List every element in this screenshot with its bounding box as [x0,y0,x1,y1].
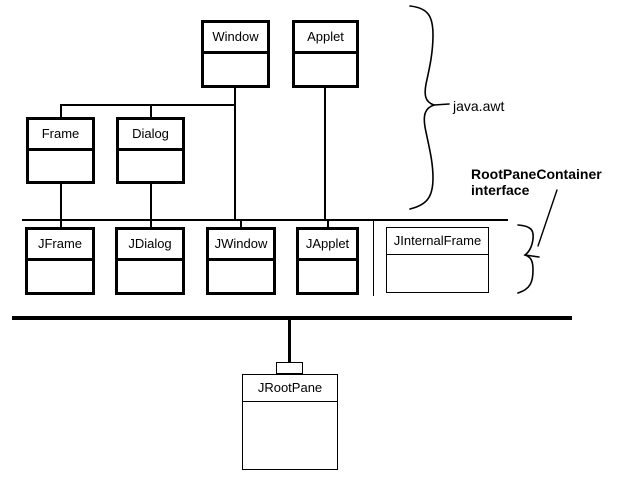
class-box-jdialog: JDialog [115,227,185,295]
class-name-applet: Applet [295,23,356,54]
connector-rail-to-jframe [60,219,62,228]
connector-window-branch-bar [60,104,236,106]
connector-branch-to-dialog [150,104,152,117]
connector-rail-to-jwindow [240,219,242,228]
internalframe-separator [373,219,374,296]
connector-frame-to-rail [60,184,62,220]
class-box-jwindow: JWindow [206,227,276,295]
connector-rule-to-jrootpane [288,320,291,363]
class-box-dialog: Dialog [116,117,185,184]
class-name-frame: Frame [29,120,92,151]
class-name-jframe: JFrame [28,230,92,261]
class-name-jinternalframe: JInternalFrame [387,228,488,255]
rootpanecontainer-brace [517,224,540,294]
class-name-jrootpane: JRootPane [243,375,337,402]
rootpanecontainer-rail [22,219,508,221]
connector-dialog-to-rail [150,184,152,220]
connector-branch-to-frame [60,104,62,117]
class-box-window: Window [201,20,270,88]
rootpanecontainer-leader-line [537,189,558,247]
class-name-japplet: JApplet [299,230,356,261]
class-box-jinternalframe: JInternalFrame [386,227,489,293]
class-name-jwindow: JWindow [209,230,273,261]
connector-applet-to-rail [324,88,326,220]
interface-label: interface [471,182,530,198]
class-name-window: Window [204,23,267,54]
rootpanecontainer-label: RootPaneContainer [471,166,602,182]
java-awt-label: java.awt [453,98,505,114]
jrootpane-port-tab [276,362,303,374]
class-box-jframe: JFrame [25,227,95,295]
connector-window-to-rail [234,88,236,220]
class-name-dialog: Dialog [119,120,182,151]
class-box-japplet: JApplet [296,227,359,295]
class-box-jrootpane: JRootPane [242,374,338,470]
connector-rail-to-japplet [327,219,329,228]
class-box-applet: Applet [292,20,359,88]
containment-rule [12,316,572,320]
class-name-jdialog: JDialog [118,230,182,261]
java-awt-brace [409,5,450,210]
connector-rail-to-jdialog [150,219,152,228]
class-box-frame: Frame [26,117,95,184]
